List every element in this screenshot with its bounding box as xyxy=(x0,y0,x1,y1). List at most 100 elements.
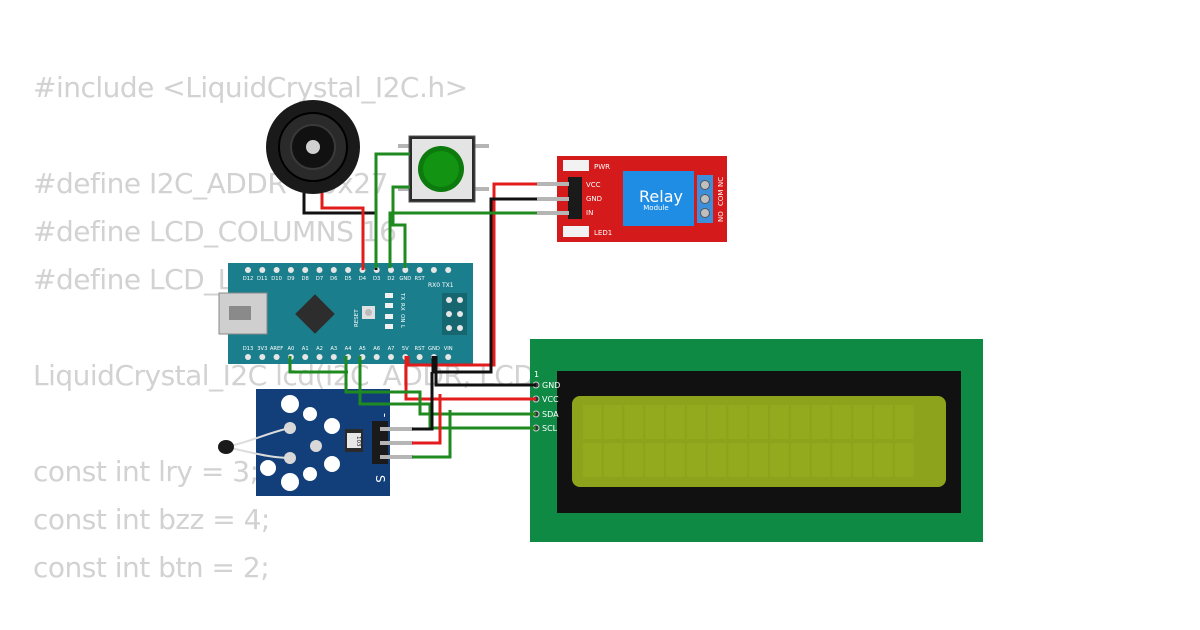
lcd-cell xyxy=(811,405,831,439)
lcd-cell xyxy=(666,443,685,477)
bottom-pin-label: A3 xyxy=(330,346,337,352)
led-label: L xyxy=(399,325,405,329)
wire-sensor-signal[interactable] xyxy=(412,410,452,459)
header-pin[interactable] xyxy=(445,267,452,273)
top-pin-label: D9 xyxy=(287,276,294,282)
usb-port-slot xyxy=(229,306,251,320)
code-line: const int lry = 3; xyxy=(33,455,259,488)
wire-relay-in[interactable] xyxy=(388,211,538,268)
header-pin[interactable] xyxy=(316,354,323,360)
lcd-cell xyxy=(749,405,768,439)
terminal-screw-icon xyxy=(700,180,710,190)
relay-subtitle: Module xyxy=(643,204,668,212)
push-button[interactable] xyxy=(398,135,489,203)
wire-button-signal[interactable] xyxy=(374,152,410,268)
lcd-cell xyxy=(603,443,623,477)
bottom-pin-label: VIN xyxy=(444,346,453,352)
buzzer[interactable] xyxy=(266,100,360,194)
header-pin[interactable] xyxy=(373,354,380,360)
sensor-pin xyxy=(380,441,413,445)
terminal-label: NC xyxy=(717,177,725,187)
lcd-cell xyxy=(728,443,748,477)
header-pin[interactable] xyxy=(388,267,394,273)
bottom-pin-label: A6 xyxy=(373,346,380,352)
header-pin[interactable] xyxy=(259,267,266,273)
header-pin[interactable] xyxy=(273,354,280,360)
lcd-cell xyxy=(832,405,852,439)
relay-header xyxy=(568,177,582,219)
wire-analog[interactable] xyxy=(288,356,348,374)
header-pin[interactable] xyxy=(316,267,323,273)
relay-module[interactable]: PWR LED1 VCC GND IN Relay Module NO COM … xyxy=(557,156,727,242)
relay-pin-in xyxy=(537,211,569,215)
mounting-hole xyxy=(324,456,340,472)
lcd-display[interactable]: 1 GND VCC SDA SCL xyxy=(530,339,983,542)
lcd-cell xyxy=(853,405,872,439)
wire-relay-gnd[interactable] xyxy=(431,197,538,374)
sensor-pin xyxy=(380,427,413,431)
lcd-cell xyxy=(687,405,706,439)
lcd-cell xyxy=(874,405,893,439)
header-pin[interactable] xyxy=(416,354,423,360)
header-pin[interactable] xyxy=(345,267,352,273)
header-pin[interactable] xyxy=(330,354,337,360)
wire-lcd-sda[interactable] xyxy=(344,356,536,416)
button-leg xyxy=(398,187,410,191)
wire-button-gnd[interactable] xyxy=(391,185,410,268)
wire-lcd-vcc[interactable] xyxy=(404,356,536,401)
header-pin[interactable] xyxy=(445,354,452,360)
wire-buzzer-signal[interactable] xyxy=(320,193,365,270)
bottom-pin-label: RST xyxy=(415,346,426,352)
wire-sensor-gnd[interactable] xyxy=(412,372,434,431)
mounting-hole xyxy=(303,467,317,481)
mounting-hole xyxy=(303,407,317,421)
sensor-minus-label: - xyxy=(378,413,392,417)
header-pin[interactable] xyxy=(402,267,409,273)
resistor-label: 103 xyxy=(355,436,361,447)
top-pin-label: GND xyxy=(399,276,411,282)
button-leg xyxy=(475,144,489,148)
wire-buzzer-gnd[interactable] xyxy=(302,193,378,270)
bottom-pin-label: GND xyxy=(428,346,440,352)
code-line: const int bzz = 4; xyxy=(33,503,270,536)
wire-lcd-gnd[interactable] xyxy=(434,356,536,387)
resistor-face xyxy=(347,433,361,448)
mounting-hole xyxy=(281,473,299,491)
wire-lcd-scl[interactable] xyxy=(358,356,536,430)
button-cap-highlight xyxy=(423,151,459,187)
header-pin[interactable] xyxy=(287,267,294,273)
led-label: TX xyxy=(399,292,405,300)
sensor-s-label: S xyxy=(373,475,387,483)
header-pin[interactable] xyxy=(416,267,423,273)
top-pin-label: RST xyxy=(415,276,426,282)
header-pin[interactable] xyxy=(302,354,309,360)
lcd-cell xyxy=(874,443,893,477)
bottom-pin-label: AREF xyxy=(270,346,283,352)
lcd-cell xyxy=(749,443,768,477)
lcd-cell xyxy=(770,405,789,439)
header-pin[interactable] xyxy=(330,267,337,273)
header-pin[interactable] xyxy=(388,354,394,360)
bottom-pin-label: 5V xyxy=(402,346,409,352)
terminal-screw-icon xyxy=(700,194,710,204)
relay-pin-label: VCC xyxy=(586,181,601,189)
header-pin[interactable] xyxy=(259,354,266,360)
relay-pin-gnd xyxy=(537,197,569,201)
header-pin[interactable] xyxy=(245,267,251,273)
lcd-cell xyxy=(624,405,644,439)
sensor-board xyxy=(256,389,390,496)
header-pin[interactable] xyxy=(430,267,437,273)
button-leg xyxy=(475,187,489,191)
header-pin[interactable] xyxy=(245,354,251,360)
wire-sensor-vcc[interactable] xyxy=(412,394,442,445)
header-pin[interactable] xyxy=(273,267,280,273)
wire-relay-vcc[interactable] xyxy=(406,182,538,367)
button-leg xyxy=(398,144,410,148)
lcd-cell xyxy=(707,405,727,439)
lcd-cell xyxy=(645,443,664,477)
header-pin[interactable] xyxy=(302,267,309,273)
top-pin-label: D8 xyxy=(302,276,309,282)
temperature-sensor-module[interactable]: 103 - S xyxy=(218,389,413,496)
bottom-pin-label: A0 xyxy=(287,346,294,352)
